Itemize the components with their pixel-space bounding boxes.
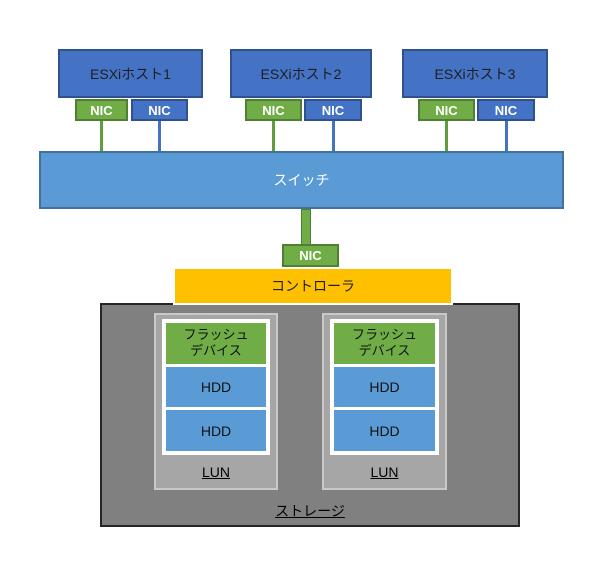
host2-blue-uplink-line	[332, 121, 335, 151]
storage-box: フラッシュ デバイス HDD HDD LUN フラッシュ	[100, 303, 520, 527]
storage-label: ストレージ	[102, 498, 518, 524]
lun1-hdd1-label: HDD	[200, 379, 232, 395]
host3-nic-green-label: NIC	[435, 102, 458, 118]
switch-box: スイッチ	[39, 151, 564, 209]
host2-green-uplink-line	[272, 121, 275, 151]
lun2-flash-device: フラッシュ デバイス	[334, 323, 435, 364]
lun1-hdd-1: HDD	[166, 366, 266, 408]
host1-nic-blue: NIC	[131, 99, 188, 121]
host1-blue-uplink-line	[158, 121, 161, 151]
lun2-label: LUN	[324, 455, 445, 488]
lun1-flash-line1: フラッシュ	[183, 327, 249, 343]
host1-nic-green-label: NIC	[90, 102, 113, 118]
host2-nic-green-label: NIC	[262, 102, 285, 118]
storage-nic-label: NIC	[299, 248, 322, 263]
lun1-label-text: LUN	[201, 463, 230, 480]
host2-nic-green: NIC	[245, 99, 302, 121]
lun-container-2: フラッシュ デバイス HDD HDD LUN	[322, 313, 447, 490]
lun1-flash-device: フラッシュ デバイス	[166, 323, 266, 364]
lun2-device-stack: フラッシュ デバイス HDD HDD	[330, 319, 439, 455]
lun-container-1: フラッシュ デバイス HDD HDD LUN	[154, 313, 278, 490]
controller-box: コントローラ	[173, 267, 453, 305]
esxi-host-2-label: ESXiホスト2	[260, 65, 342, 82]
lun2-flash-line1: フラッシュ	[351, 327, 417, 343]
esxi-host-1: ESXiホスト1	[58, 49, 203, 98]
lun2-hdd-2: HDD	[334, 410, 435, 452]
lun1-flash-line2: デバイス	[190, 343, 242, 359]
lun1-flash-label: フラッシュ デバイス	[183, 327, 248, 360]
lun2-label-text: LUN	[370, 463, 399, 480]
controller-label: コントローラ	[271, 278, 355, 294]
host1-nic-green: NIC	[75, 99, 128, 121]
host3-nic-green: NIC	[418, 99, 475, 121]
host3-nic-blue: NIC	[477, 99, 535, 121]
esxi-host-3-label: ESXiホスト3	[434, 65, 516, 82]
host1-nic-blue-label: NIC	[148, 102, 171, 118]
lun2-flash-line2: デバイス	[358, 343, 411, 359]
storage-nic: NIC	[282, 244, 339, 267]
lun1-label: LUN	[156, 455, 276, 488]
host3-green-uplink-line	[445, 121, 448, 151]
lun1-hdd2-label: HDD	[200, 422, 232, 439]
switch-label: スイッチ	[273, 172, 330, 188]
host2-nic-blue: NIC	[304, 99, 362, 121]
esxi-host-2: ESXiホスト2	[230, 49, 372, 98]
lun1-device-stack: フラッシュ デバイス HDD HDD	[162, 319, 270, 455]
esxi-host-3: ESXiホスト3	[402, 49, 548, 98]
storage-label-text: ストレージ	[275, 503, 345, 519]
switch-storage-connector	[301, 209, 311, 245]
host3-blue-uplink-line	[505, 121, 508, 151]
host1-green-uplink-line	[100, 121, 103, 151]
host2-nic-blue-label: NIC	[321, 102, 345, 118]
lun2-flash-label: フラッシュ デバイス	[352, 327, 417, 360]
lun1-hdd-2: HDD	[166, 410, 266, 452]
lun2-hdd1-label: HDD	[369, 379, 400, 395]
lun2-hdd-1: HDD	[334, 366, 435, 408]
host3-nic-blue-label: NIC	[494, 102, 518, 118]
lun2-hdd2-label: HDD	[369, 422, 400, 439]
esxi-host-1-label: ESXiホスト1	[90, 65, 171, 82]
